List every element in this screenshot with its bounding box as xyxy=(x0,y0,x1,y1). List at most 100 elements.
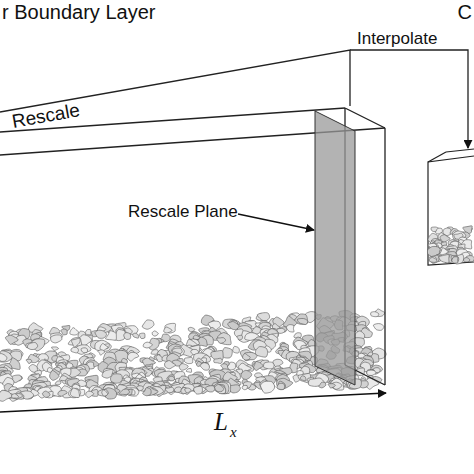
vortex-blob xyxy=(429,257,437,262)
vortex-blob xyxy=(256,314,269,321)
vortex-blob xyxy=(185,388,192,393)
vortex-blob xyxy=(297,318,307,324)
vortex-blob xyxy=(86,391,94,397)
vortex-blob xyxy=(139,333,145,338)
vortex-blob xyxy=(200,363,209,371)
vortex-blob xyxy=(257,313,269,321)
process-label: Interpolate xyxy=(357,30,437,47)
inflow-box xyxy=(428,149,474,265)
vortex-blob xyxy=(165,361,176,369)
vortex-blob xyxy=(188,327,194,331)
vortex-blob xyxy=(215,385,226,394)
vortex-blob xyxy=(98,350,105,355)
vortex-blob xyxy=(184,357,192,363)
vortex-blob xyxy=(254,361,263,370)
vortex-blob xyxy=(42,391,50,397)
vortex-blob xyxy=(277,381,285,390)
vortex-blob xyxy=(429,257,437,262)
vortex-blob xyxy=(464,258,470,262)
vortex-blob xyxy=(119,389,129,395)
vortex-blob xyxy=(133,333,139,338)
vortex-blob xyxy=(127,352,138,361)
rescale-bracket xyxy=(0,50,350,112)
vortex-blob xyxy=(452,257,458,263)
vortex-blob xyxy=(0,354,7,362)
vortex-blob xyxy=(106,331,117,340)
vortex-blob xyxy=(169,376,175,381)
panel-title: r Boundary Layer xyxy=(2,2,155,22)
vortex-blob xyxy=(243,353,251,360)
vortex-blob xyxy=(223,319,240,329)
vortex-blob xyxy=(242,385,247,389)
vortex-blob xyxy=(143,342,152,348)
vortex-blob xyxy=(167,375,175,381)
vortex-blob xyxy=(51,335,62,343)
box-edge xyxy=(428,152,446,162)
vortex-blob xyxy=(27,343,37,350)
vortex-blob xyxy=(5,335,18,344)
vortex-blob xyxy=(194,386,203,394)
vortex-blob xyxy=(102,390,108,396)
vortex-blob xyxy=(277,378,293,388)
vortex-blob xyxy=(367,370,376,375)
vortex-blob xyxy=(55,381,61,385)
vortex-blob xyxy=(286,325,294,332)
vortex-blob xyxy=(50,371,59,381)
vortex-blob xyxy=(0,390,12,401)
vortex-blob xyxy=(98,389,108,396)
vortex-blob xyxy=(124,333,131,340)
vortex-blob xyxy=(165,387,174,393)
vortex-blob xyxy=(371,312,379,317)
vortex-blob xyxy=(142,320,154,329)
vortex-blob xyxy=(71,347,79,353)
box-edge xyxy=(428,156,474,265)
vortex-blob xyxy=(260,380,275,392)
vortex-blob xyxy=(264,362,275,369)
vortex-blob xyxy=(319,382,326,388)
vortex-blob xyxy=(58,390,68,396)
plane-label: Rescale Plane xyxy=(128,203,238,220)
vortex-blob xyxy=(451,254,463,264)
turbulence-structures xyxy=(427,226,474,264)
vortex-blob xyxy=(439,255,449,263)
vortex-blob xyxy=(248,384,256,390)
panel-title: C xyxy=(458,2,472,22)
vortex-blob xyxy=(260,381,274,393)
vortex-blob xyxy=(186,368,191,372)
box-edge xyxy=(446,149,474,152)
vortex-blob xyxy=(277,383,285,389)
length-arrow xyxy=(0,393,386,412)
vortex-blob xyxy=(164,327,172,333)
vortex-blob xyxy=(216,338,225,344)
vortex-blob xyxy=(179,364,188,371)
vortex-blob xyxy=(95,340,112,351)
vortex-blob xyxy=(52,347,59,351)
interpolate-bracket xyxy=(350,50,468,148)
vortex-blob xyxy=(12,394,19,399)
vortex-blob xyxy=(0,351,12,362)
vortex-blob xyxy=(81,348,88,353)
length-symbol: L xyxy=(214,409,228,434)
vortex-blob xyxy=(95,330,107,338)
vortex-blob xyxy=(214,358,223,363)
vortex-blob xyxy=(237,335,243,340)
vortex-blob xyxy=(214,384,223,391)
vortex-blob xyxy=(206,386,215,392)
vortex-blob xyxy=(143,388,152,396)
box-edge xyxy=(384,128,385,385)
vortex-blob xyxy=(70,388,79,397)
domain-box xyxy=(0,108,385,385)
box-edge xyxy=(345,108,385,128)
vortex-blob xyxy=(70,328,79,335)
vortex-blob xyxy=(328,384,336,388)
rescale-plane xyxy=(315,111,355,385)
vortex-blob xyxy=(373,324,384,331)
vortex-blob xyxy=(300,376,306,381)
length-subscript: x xyxy=(230,425,237,440)
vortex-blob xyxy=(241,370,252,379)
vortex-blob xyxy=(214,382,229,394)
leader-arrow xyxy=(238,214,314,230)
